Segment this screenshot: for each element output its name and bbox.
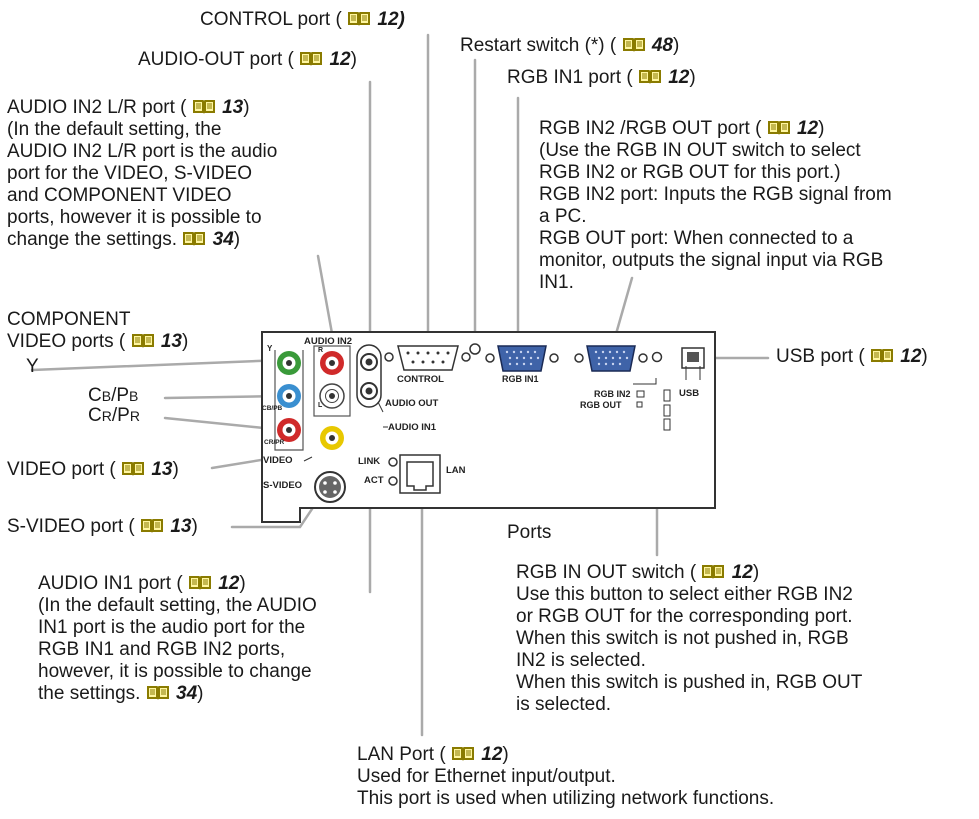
book-reference-icon xyxy=(701,563,725,580)
panel-text-crpr: CR/PR xyxy=(264,439,285,446)
panel-text-rgb-in2: RGB IN2 xyxy=(594,389,631,399)
book-reference-icon xyxy=(192,98,216,115)
book-reference-icon xyxy=(451,745,475,762)
panel-text-video: VIDEO xyxy=(263,455,293,466)
label-restart-switch: Restart switch (*) ( 48) xyxy=(460,35,680,56)
label-audio-in2-port: AUDIO IN2 L/R port ( 13) (In the default… xyxy=(7,97,278,250)
panel-text-usb: USB xyxy=(679,388,700,399)
rear-panel xyxy=(261,331,716,523)
label-video-port: VIDEO port ( 13) xyxy=(7,459,179,480)
label-rgb-in1-port: RGB IN1 port ( 12) xyxy=(507,67,696,88)
label-cb-pb: CB/PB xyxy=(88,385,139,406)
panel-text-rgb-in1: RGB IN1 xyxy=(502,374,539,384)
label-y: Y xyxy=(26,356,39,377)
panel-text-audio-in1: AUDIO IN1 xyxy=(388,422,437,433)
panel-text-svideo: S-VIDEO xyxy=(263,480,303,491)
label-svideo-port: S-VIDEO port ( 13) xyxy=(7,516,198,537)
label-cr-pr: CR/PR xyxy=(88,405,140,426)
book-reference-icon xyxy=(622,36,646,53)
book-reference-icon xyxy=(347,10,371,27)
book-reference-icon xyxy=(870,347,894,364)
book-reference-icon xyxy=(638,68,662,85)
book-reference-icon xyxy=(299,50,323,67)
panel-text-audio-out: AUDIO OUT xyxy=(385,398,439,409)
panel-text-r: R xyxy=(318,347,324,354)
panel-text-lan: LAN xyxy=(446,465,466,476)
book-reference-icon xyxy=(121,460,145,477)
panel-text-l: L xyxy=(318,402,323,409)
label-lan-port: LAN Port ( 12) Used for Ethernet input/o… xyxy=(357,744,775,809)
book-reference-icon xyxy=(767,119,791,136)
leader-y xyxy=(30,358,285,372)
label-component-video-ports: COMPONENT VIDEO ports ( 13) xyxy=(7,309,189,352)
panel-text-cbpb: CB/PB xyxy=(262,405,283,412)
label-rgb-in-out-switch: RGB IN OUT switch ( 12) Use this button … xyxy=(516,562,863,715)
label-usb-port: USB port ( 12) xyxy=(776,346,928,367)
label-audio-in1-port: AUDIO IN1 port ( 12) (In the default set… xyxy=(38,573,317,704)
panel-text-link: LINK xyxy=(358,456,381,467)
panel-text-rgb-out: RGB OUT xyxy=(580,400,622,410)
panel-text-y: Y xyxy=(267,344,273,353)
book-reference-icon xyxy=(182,230,206,247)
label-control-port: CONTROL port ( 12) xyxy=(200,9,405,30)
label-audio-out-port: AUDIO-OUT port ( 12) xyxy=(138,49,357,70)
panel-text-audio-in2: AUDIO IN2 xyxy=(304,336,353,347)
book-reference-icon xyxy=(140,517,164,534)
book-reference-icon xyxy=(146,684,170,701)
book-reference-icon xyxy=(188,574,212,591)
panel-text-act: ACT xyxy=(364,475,384,486)
label-rgb-in2-port: RGB IN2 /RGB OUT port ( 12) (Use the RGB… xyxy=(539,118,892,293)
book-reference-icon xyxy=(131,332,155,349)
panel-text-control: CONTROL xyxy=(397,374,444,385)
ports-caption: Ports xyxy=(507,522,552,543)
